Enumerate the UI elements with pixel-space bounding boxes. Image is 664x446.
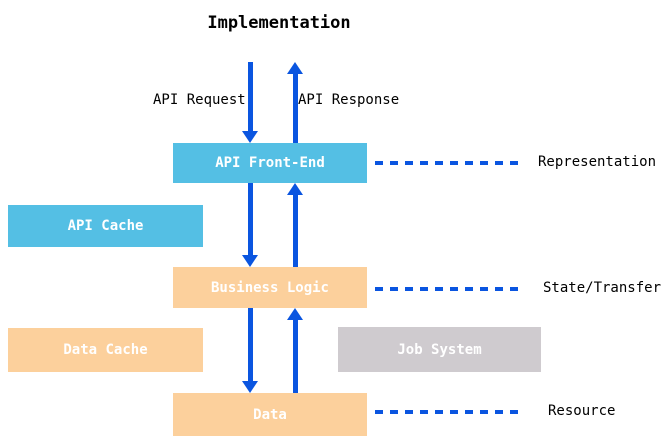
arrowhead-down-icon — [242, 255, 258, 267]
arrowhead-down-icon — [242, 131, 258, 143]
arrow-shaft — [293, 73, 298, 143]
logic-to-frontend-arrow — [287, 183, 303, 267]
frontend-to-logic-arrow — [242, 183, 258, 267]
arrowhead-down-icon — [242, 381, 258, 393]
node-job-system: Job System — [338, 327, 541, 372]
layer-label-state-transfer: State/Transfer — [543, 280, 662, 296]
arrow-shaft — [248, 308, 253, 382]
node-api-front-end: API Front-End — [173, 143, 367, 183]
node-data: Data — [173, 393, 367, 436]
arrowhead-up-icon — [287, 308, 303, 320]
arrowhead-up-icon — [287, 183, 303, 195]
arrow-shaft — [293, 319, 298, 393]
node-business-logic: Business Logic — [173, 267, 367, 308]
arrow-shaft — [248, 183, 253, 256]
node-data-cache: Data Cache — [8, 328, 203, 372]
arrow-shaft — [293, 194, 298, 267]
api-response-label: API Response — [298, 92, 400, 108]
arrow-shaft — [248, 62, 253, 132]
layer-label-resource: Resource — [548, 403, 616, 419]
api-response-arrow — [287, 62, 303, 143]
resource-dash-line — [375, 410, 521, 414]
arrowhead-up-icon — [287, 62, 303, 74]
node-api-cache: API Cache — [8, 205, 203, 247]
representation-dash-line — [375, 161, 521, 165]
layer-label-representation: Representation — [538, 154, 657, 170]
data-to-logic-arrow — [287, 308, 303, 393]
api-request-arrow — [242, 62, 258, 143]
logic-to-data-arrow — [242, 308, 258, 393]
diagram-title: Implementation — [207, 13, 351, 33]
api-request-label: API Request — [153, 92, 246, 108]
state-transfer-dash-line — [375, 287, 521, 291]
